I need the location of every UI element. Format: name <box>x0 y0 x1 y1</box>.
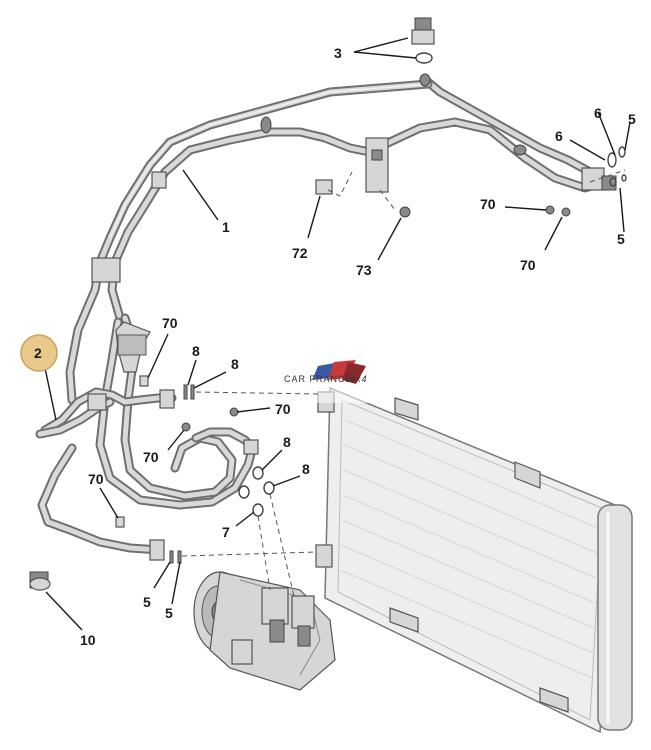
label-2: 2 <box>34 345 42 361</box>
label-70-lower: 70 <box>88 471 104 487</box>
main-pipe-assembly <box>65 73 617 405</box>
label-5-right: 5 <box>617 231 625 247</box>
label-72: 72 <box>292 245 308 261</box>
small-parts <box>29 17 627 591</box>
lower-pipes <box>35 313 259 561</box>
label-8-a: 8 <box>192 343 200 359</box>
assembly-lines <box>181 169 626 597</box>
label-7: 7 <box>222 524 230 540</box>
part-labels: 3 6 5 6 70 5 70 1 72 73 2 70 8 8 70 70 8… <box>34 45 636 648</box>
label-6-mid: 6 <box>555 128 563 144</box>
label-70-upper: 70 <box>162 315 178 331</box>
label-5-bottom-b: 5 <box>165 605 173 621</box>
label-70-right: 70 <box>520 257 536 273</box>
condenser <box>315 386 633 734</box>
label-3: 3 <box>334 45 342 61</box>
label-6-top: 6 <box>594 105 602 121</box>
label-1: 1 <box>222 219 230 235</box>
label-70-top: 70 <box>480 196 496 212</box>
label-70-left: 70 <box>143 449 159 465</box>
watermark-text: CAR FRANCE <box>284 374 353 384</box>
label-8-c: 8 <box>283 434 291 450</box>
label-10: 10 <box>80 632 96 648</box>
watermark: CAR FRANCE 4x4 <box>282 360 376 403</box>
leader-lines <box>44 37 631 631</box>
highlight-circle <box>20 334 58 372</box>
compressor <box>193 571 336 691</box>
label-8-b: 8 <box>231 356 239 372</box>
label-5-bottom-a: 5 <box>143 594 151 610</box>
label-70-mid: 70 <box>275 401 291 417</box>
watermark-suffix: 4x4 <box>350 374 368 384</box>
label-73: 73 <box>356 262 372 278</box>
label-5-top: 5 <box>628 111 636 127</box>
label-8-d: 8 <box>302 461 310 477</box>
